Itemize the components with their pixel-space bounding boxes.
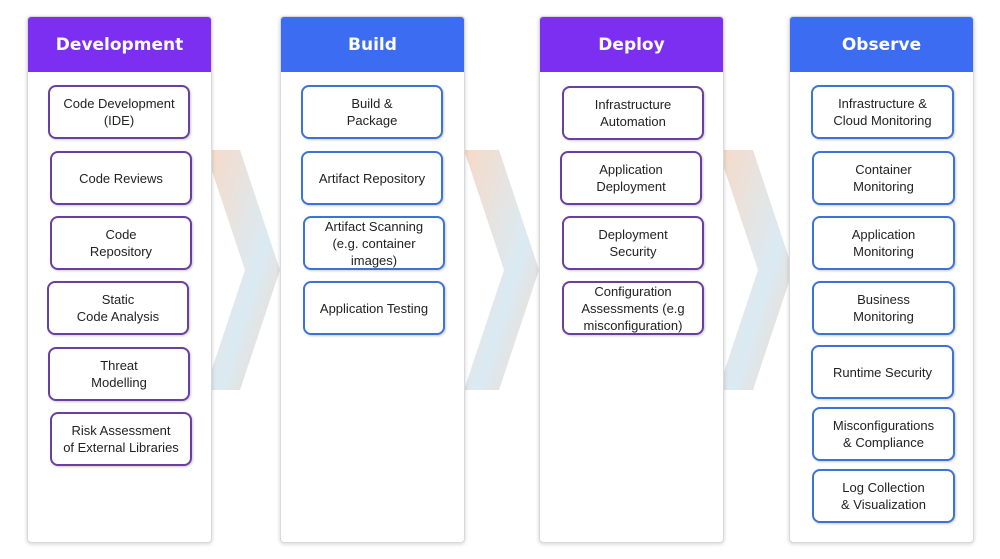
stage-deploy: Deploy Infrastructure Automation Applica… [539,16,724,543]
item-infrastructure-automation: Infrastructure Automation [562,86,704,140]
stage-header-build: Build [281,17,464,72]
item-static-code-analysis: Static Code Analysis [47,281,189,335]
item-misconfigurations-compliance: Misconfigurations & Compliance [812,407,955,461]
stage-header-observe: Observe [790,17,973,72]
item-business-monitoring: Business Monitoring [812,281,955,335]
stage-development: Development Code Development (IDE) Code … [27,16,212,543]
item-artifact-repository: Artifact Repository [301,151,443,205]
chevron-arrow-3 [718,150,793,390]
item-application-monitoring: Application Monitoring [812,216,955,270]
item-application-testing: Application Testing [303,281,445,335]
stage-observe: Observe Infrastructure & Cloud Monitorin… [789,16,974,543]
item-risk-assessment: Risk Assessment of External Libraries [50,412,192,466]
stage-header-development: Development [28,17,211,72]
item-build-package: Build & Package [301,85,443,139]
item-code-repository: Code Repository [50,216,192,270]
item-code-reviews: Code Reviews [50,151,192,205]
item-artifact-scanning: Artifact Scanning (e.g. container images… [303,216,445,270]
item-threat-modelling: Threat Modelling [48,347,190,401]
stage-header-deploy: Deploy [540,17,723,72]
chevron-arrow-2 [464,150,539,390]
item-application-deployment: Application Deployment [560,151,702,205]
item-deployment-security: Deployment Security [562,216,704,270]
item-container-monitoring: Container Monitoring [812,151,955,205]
item-configuration-assessments: Configuration Assessments (e.g misconfig… [562,281,704,335]
item-code-development: Code Development (IDE) [48,85,190,139]
chevron-arrow-1 [205,150,280,390]
item-infrastructure-cloud-monitoring: Infrastructure & Cloud Monitoring [811,85,954,139]
item-log-collection: Log Collection & Visualization [812,469,955,523]
item-runtime-security: Runtime Security [811,345,954,399]
stage-build: Build Build & Package Artifact Repositor… [280,16,465,543]
